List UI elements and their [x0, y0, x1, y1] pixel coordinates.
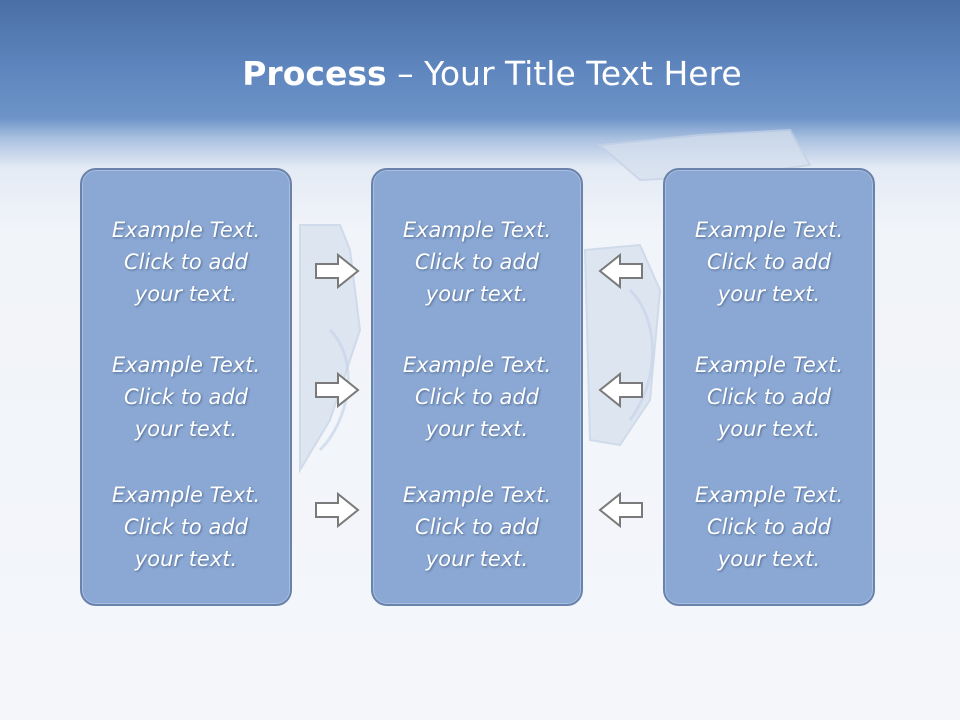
- process-column-left[interactable]: Example Text. Click to add your text. Ex…: [80, 168, 292, 606]
- left-arrow-icon: [598, 252, 643, 290]
- text-line: Click to add: [414, 250, 539, 274]
- text-line: Click to add: [123, 250, 248, 274]
- text-block[interactable]: Example Text. Click to add your text.: [665, 214, 873, 310]
- text-line: your text.: [717, 417, 821, 441]
- left-arrow-icon: [598, 491, 643, 529]
- text-block[interactable]: Example Text. Click to add your text.: [665, 349, 873, 445]
- text-line: your text.: [717, 547, 821, 571]
- text-line: Click to add: [414, 515, 539, 539]
- text-line: Example Text.: [111, 218, 261, 242]
- process-column-center[interactable]: Example Text. Click to add your text. Ex…: [371, 168, 583, 606]
- text-line: Example Text.: [402, 483, 552, 507]
- text-line: your text.: [425, 547, 529, 571]
- text-line: Example Text.: [111, 353, 261, 377]
- title-rest: – Your Title Text Here: [386, 54, 742, 93]
- text-line: Click to add: [706, 385, 831, 409]
- text-line: Example Text.: [694, 353, 844, 377]
- right-arrow-icon: [315, 252, 360, 290]
- right-arrow-icon: [315, 371, 360, 409]
- text-line: Click to add: [414, 385, 539, 409]
- text-block[interactable]: Example Text. Click to add your text.: [82, 214, 290, 310]
- text-block[interactable]: Example Text. Click to add your text.: [373, 479, 581, 575]
- text-line: Click to add: [706, 250, 831, 274]
- text-line: Example Text.: [402, 353, 552, 377]
- slide-title[interactable]: Process – Your Title Text Here: [0, 54, 960, 94]
- text-line: Example Text.: [111, 483, 261, 507]
- text-line: Click to add: [706, 515, 831, 539]
- text-line: Example Text.: [402, 218, 552, 242]
- text-line: your text.: [134, 417, 238, 441]
- text-block[interactable]: Example Text. Click to add your text.: [373, 349, 581, 445]
- text-line: Example Text.: [694, 483, 844, 507]
- text-line: Click to add: [123, 385, 248, 409]
- text-line: your text.: [134, 547, 238, 571]
- text-block[interactable]: Example Text. Click to add your text.: [82, 349, 290, 445]
- text-line: Click to add: [123, 515, 248, 539]
- process-column-right[interactable]: Example Text. Click to add your text. Ex…: [663, 168, 875, 606]
- text-line: Example Text.: [694, 218, 844, 242]
- text-block[interactable]: Example Text. Click to add your text.: [665, 479, 873, 575]
- text-block[interactable]: Example Text. Click to add your text.: [373, 214, 581, 310]
- right-arrow-icon: [315, 491, 360, 529]
- text-line: your text.: [425, 282, 529, 306]
- title-bold-word: Process: [242, 54, 387, 93]
- text-line: your text.: [425, 417, 529, 441]
- text-block[interactable]: Example Text. Click to add your text.: [82, 479, 290, 575]
- text-line: your text.: [717, 282, 821, 306]
- left-arrow-icon: [598, 371, 643, 409]
- text-line: your text.: [134, 282, 238, 306]
